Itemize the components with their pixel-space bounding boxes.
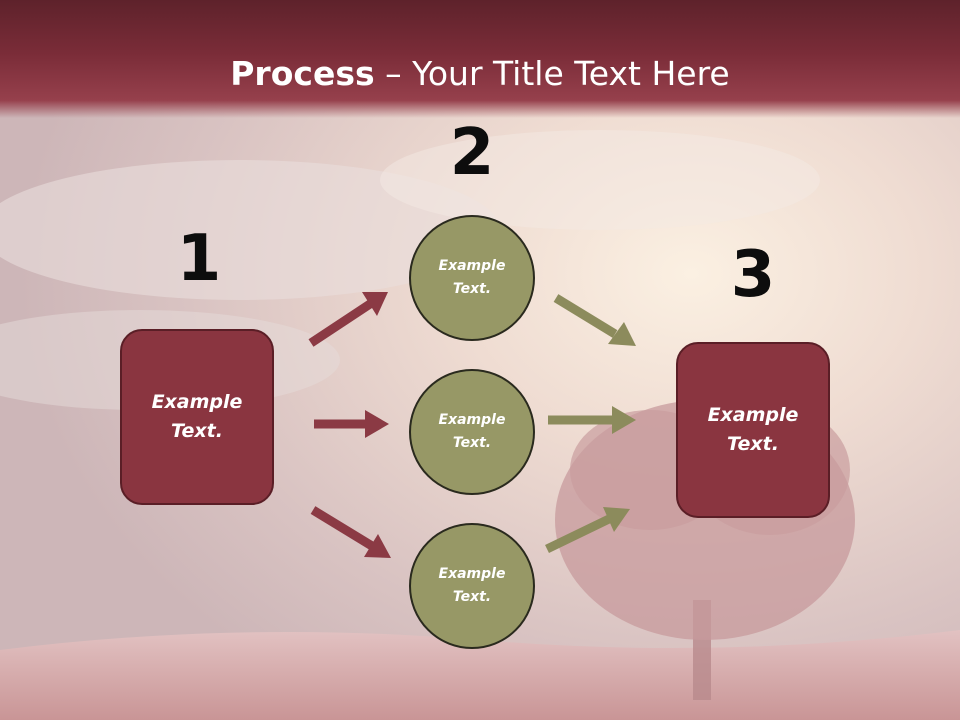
arrow-bottom-to-right xyxy=(545,507,630,554)
title-banner xyxy=(0,0,960,118)
arrow-left-to-bottom xyxy=(310,506,391,558)
right-process-box: Example Text. xyxy=(676,342,830,518)
slide-title: Process – Your Title Text Here xyxy=(0,52,960,96)
circle-top: Example Text. xyxy=(409,215,535,341)
right-box-text: Example Text. xyxy=(707,404,799,455)
arrow-left-to-middle xyxy=(314,410,389,438)
circle-bottom-text: Example Text. xyxy=(438,566,506,605)
step-number-3: 3 xyxy=(730,238,776,312)
arrow-top-to-right xyxy=(553,294,636,346)
left-box-text: Example Text. xyxy=(151,391,243,442)
circle-top-text: Example Text. xyxy=(438,258,506,297)
step-number-2: 2 xyxy=(449,116,495,190)
circle-bottom: Example Text. xyxy=(409,523,535,649)
step-number-1: 1 xyxy=(176,222,222,296)
arrow-middle-to-right xyxy=(548,406,636,434)
circle-middle-text: Example Text. xyxy=(438,412,506,451)
title-rest: – Your Title Text Here xyxy=(374,54,730,93)
circle-middle: Example Text. xyxy=(409,369,535,495)
left-process-box: Example Text. xyxy=(120,329,274,505)
title-bold: Process xyxy=(230,54,375,93)
arrow-left-to-top xyxy=(308,292,388,347)
